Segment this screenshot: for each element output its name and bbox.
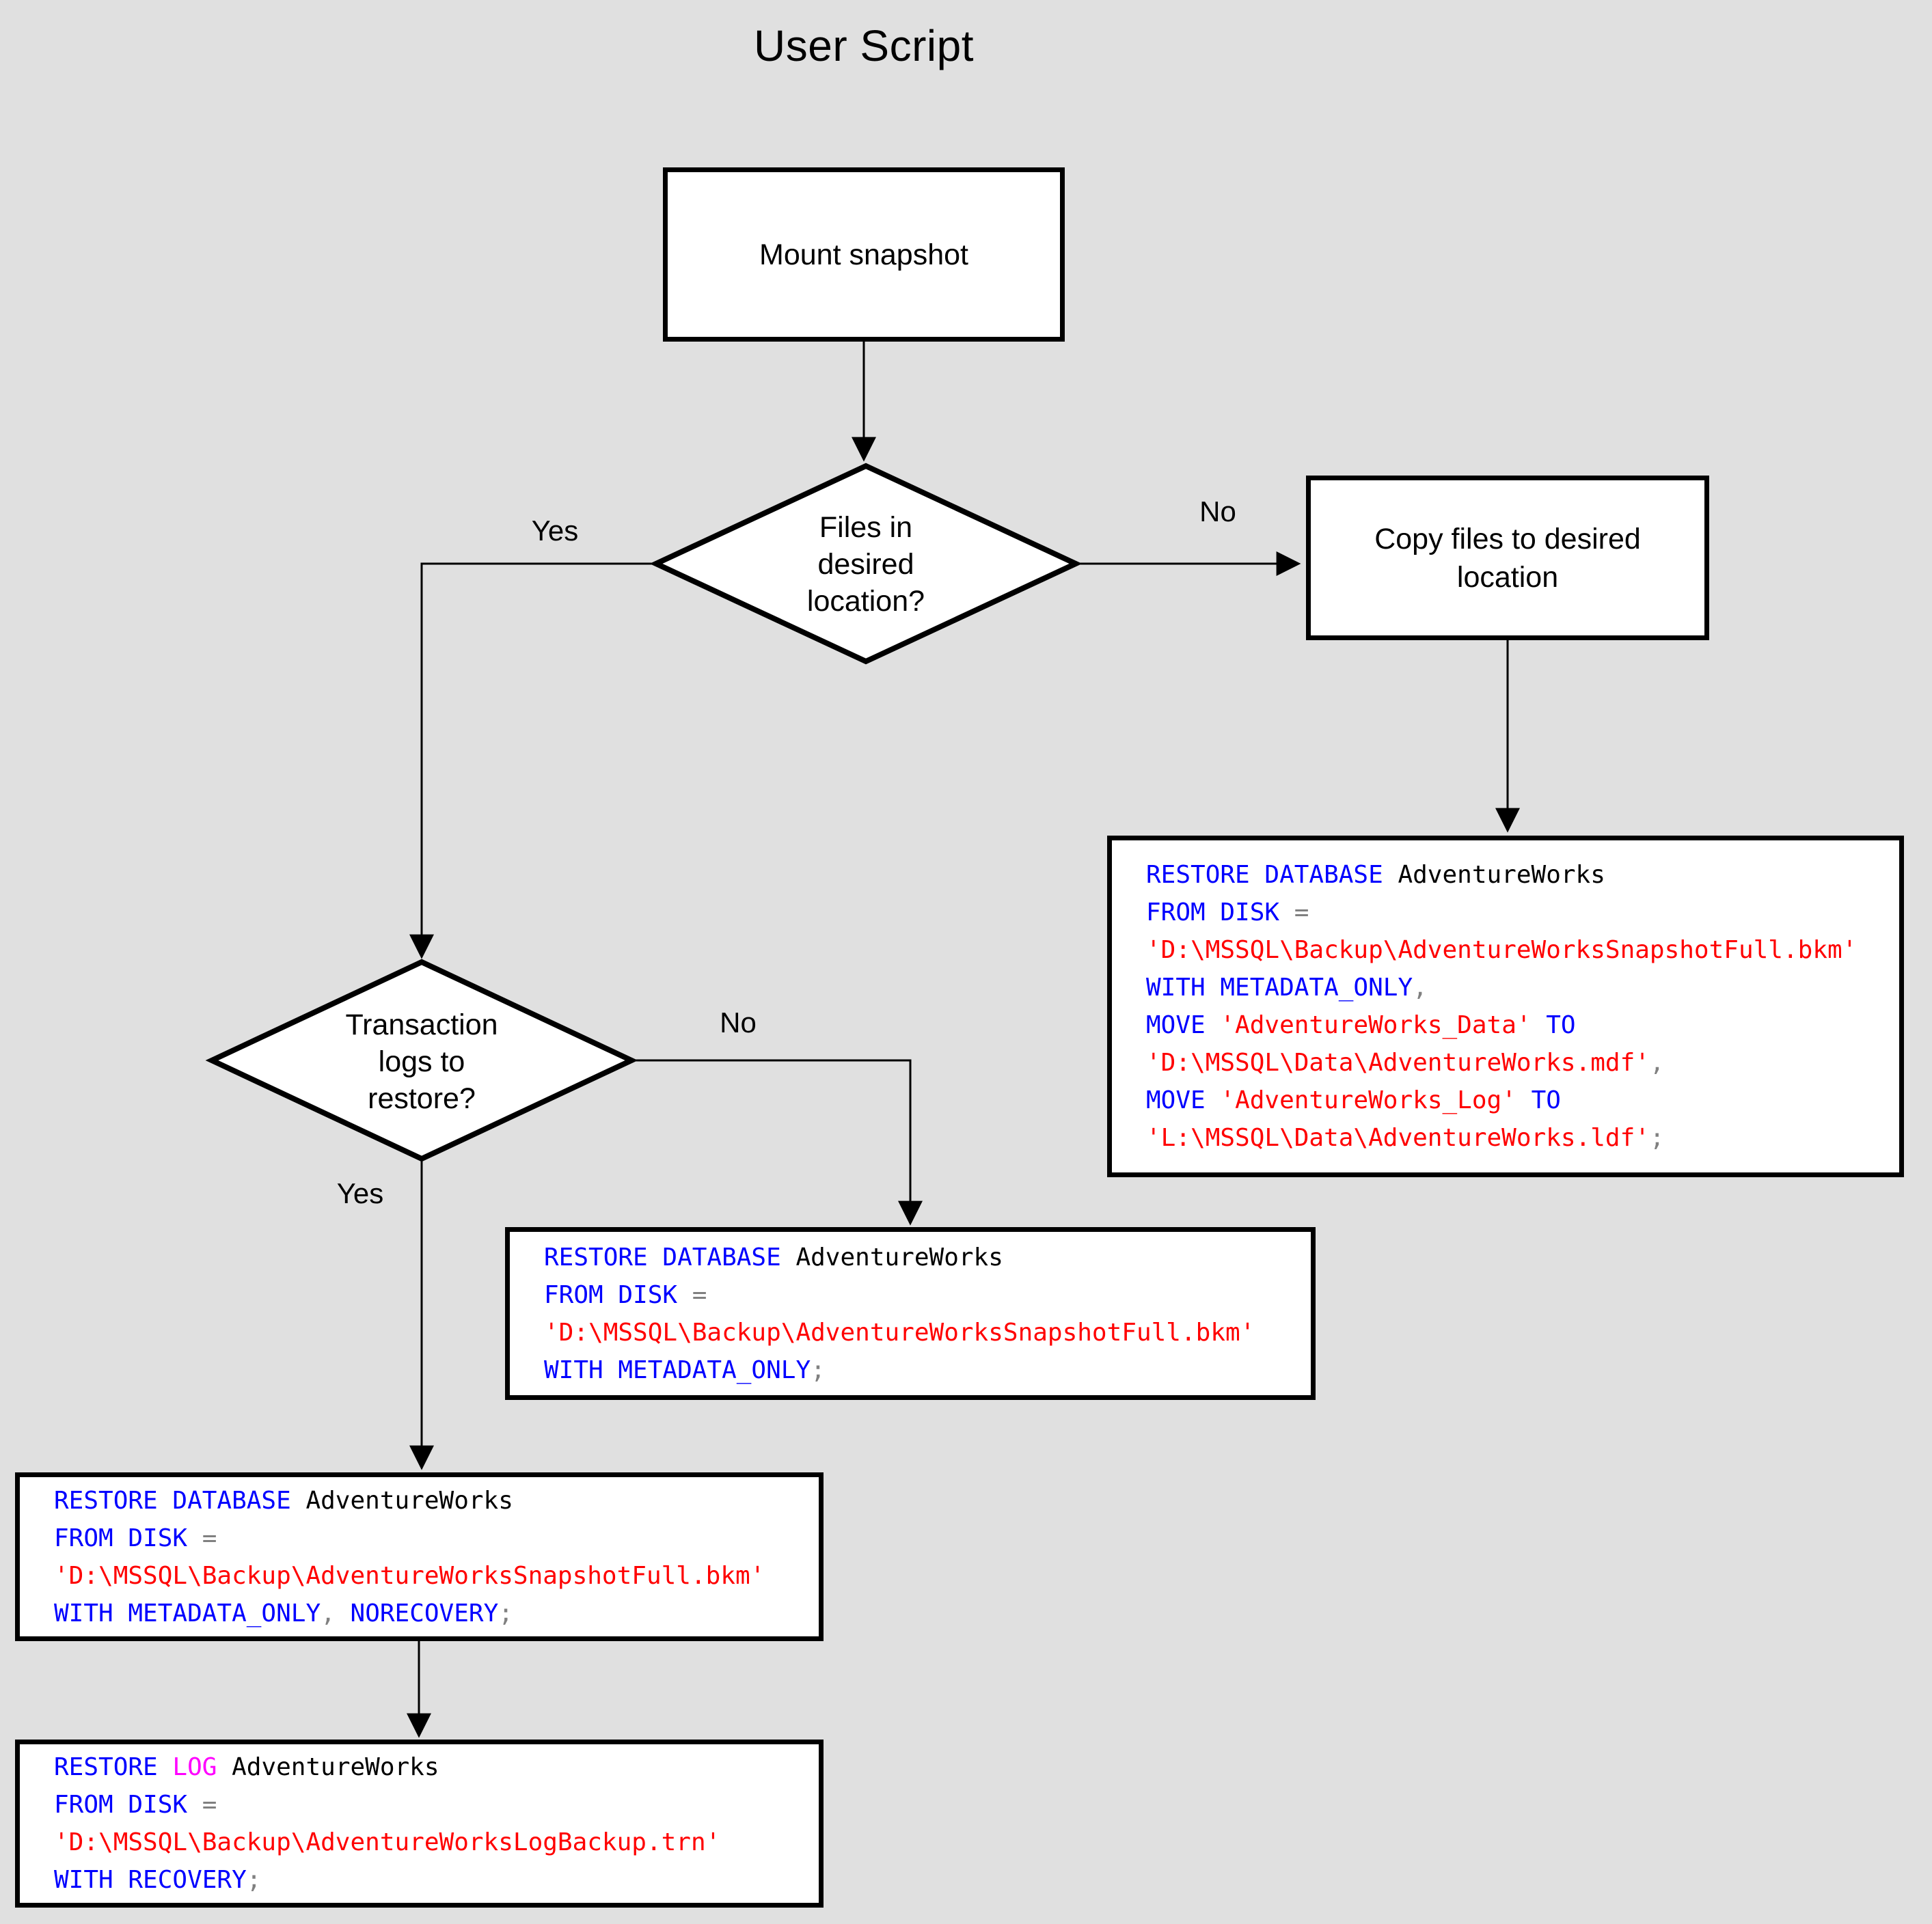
- decision-files-label: Files in desired location?: [729, 509, 1003, 620]
- connector-files-yes-to-logs-decision: [409, 562, 656, 959]
- decision-logs-label: Transaction logs to restore?: [285, 1006, 558, 1117]
- edge-label-files-no: No: [1199, 495, 1236, 527]
- decision-files-line1: Files in: [819, 511, 913, 544]
- page-title: User Script: [754, 21, 974, 70]
- decision-logs-line2: logs to: [378, 1045, 465, 1078]
- connector-logs-no-to-restore-metadata: [631, 1059, 923, 1226]
- decision-logs-line1: Transaction: [345, 1008, 498, 1041]
- decision-files-line3: location?: [806, 585, 925, 618]
- node-mount-snapshot-label: Mount snapshot: [759, 238, 968, 271]
- decision-logs-diamond: [205, 959, 638, 1162]
- edge-label-logs-yes: Yes: [336, 1177, 384, 1209]
- node-copy-files-line1: Copy files to desired: [1374, 522, 1641, 555]
- node-copy-files-line2: location: [1456, 560, 1559, 594]
- decision-files-line2: desired: [817, 548, 914, 581]
- decision-logs-line3: restore?: [368, 1082, 476, 1115]
- edge-label-files-yes: Yes: [531, 514, 579, 547]
- node-mount-snapshot: Mount snapshot: [663, 167, 1065, 342]
- node-copy-files: Copy files to desired location: [1306, 476, 1709, 640]
- edge-label-logs-no: No: [720, 1006, 757, 1039]
- decision-files-diamond: [649, 463, 1083, 665]
